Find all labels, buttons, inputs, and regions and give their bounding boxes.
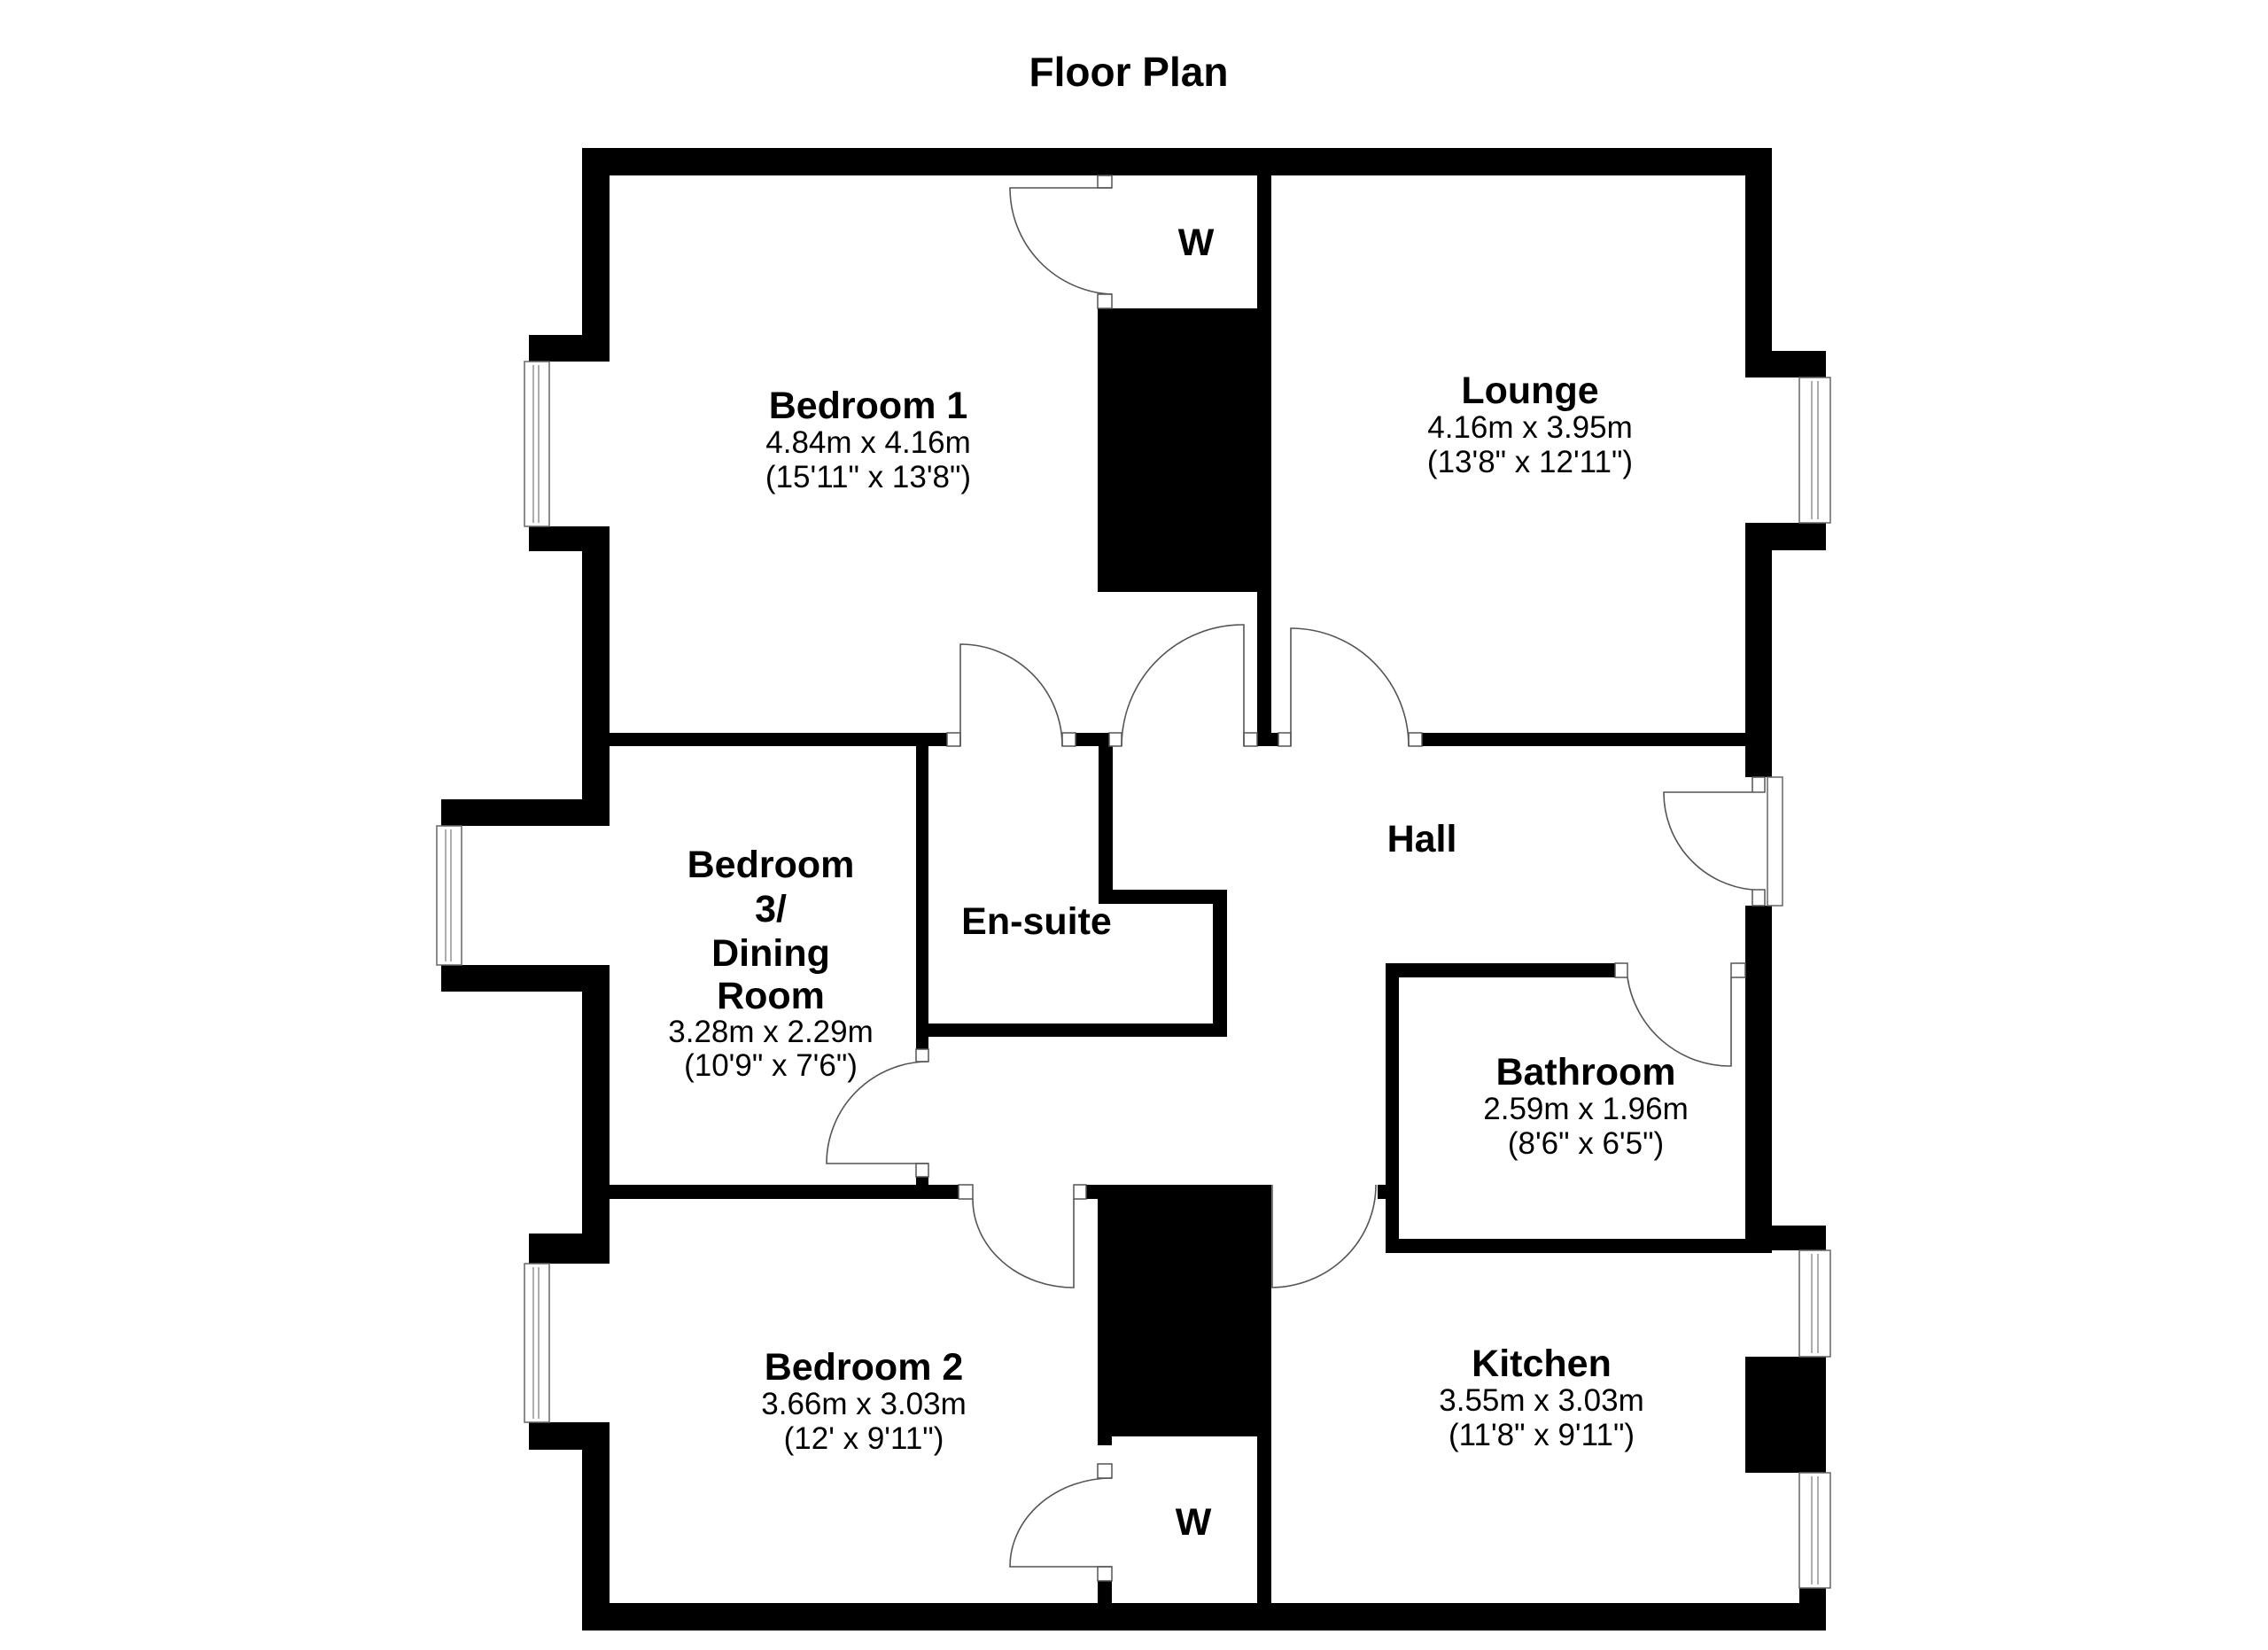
front-door-frame	[1767, 776, 1783, 907]
room-kitchen: Kitchen 3.55m x 3.03m (11'8" x 9'11")	[1439, 1343, 1644, 1452]
window-kitchen-upper	[1798, 1249, 1831, 1358]
room-bedroom3: Bedroom 3/ Dining Room 3.28m x 2.29m (10…	[668, 844, 874, 1083]
bed1-chimney-breast	[1098, 322, 1271, 592]
room-name: Bedroom 2	[765, 1346, 964, 1389]
bed3-bay-top	[441, 799, 610, 826]
wall-bed2-hall-stub	[1086, 1185, 1104, 1199]
room-name: Lounge	[1461, 370, 1598, 412]
wardrobe-label: W	[1176, 1501, 1212, 1544]
room-dimensions-imperial: (8'6" x 6'5")	[1508, 1126, 1664, 1161]
room-bathroom: Bathroom 2.59m x 1.96m (8'6" x 6'5")	[1483, 1051, 1689, 1161]
room-dimensions-imperial: (11'8" x 9'11")	[1449, 1418, 1635, 1452]
wall-lounge-hall	[1422, 733, 1772, 746]
bed1-bay-top	[529, 335, 610, 362]
outer-wall-left-bed2	[582, 1422, 610, 1631]
room-name: Bathroom	[1495, 1051, 1675, 1094]
door-bedroom2[interactable]	[958, 1184, 1087, 1288]
window-bed3	[436, 825, 462, 966]
bathroom-wall-bottom	[1386, 1239, 1772, 1253]
wall-ensuite-bottom	[928, 1023, 1227, 1037]
bed2-chimney-breast	[1098, 1185, 1270, 1436]
wall-ensuite-bed1-door-gap	[1076, 733, 1109, 746]
wardrobe2-side-lower	[1098, 1581, 1112, 1607]
room-ensuite: En-suite	[961, 900, 1112, 943]
walls	[441, 148, 1826, 1631]
wall-ensuite-step	[1099, 890, 1227, 904]
wall-bed2-kitchen	[1257, 1185, 1271, 1619]
outer-wall-right-upper	[1745, 148, 1772, 351]
floor-plan-title: Floor Plan	[1029, 49, 1229, 95]
wall-bed3-ensuite	[916, 746, 928, 1062]
windows	[436, 361, 1831, 1589]
room-name-line: 3/	[755, 888, 787, 930]
room-dimensions-metric: 4.16m x 3.95m	[1427, 410, 1633, 445]
door-ensuite[interactable]	[946, 643, 1076, 747]
bed3-bay-bottom	[441, 965, 610, 992]
room-name-line: Room	[717, 975, 825, 1017]
room-wardrobe2: W	[1176, 1501, 1212, 1544]
window-kitchen-lower	[1798, 1472, 1831, 1589]
wardrobe-label: W	[1178, 222, 1215, 264]
outer-wall-right-lower	[1745, 906, 1772, 1252]
bathroom-wall-left	[1386, 963, 1399, 1253]
room-wardrobe1: W	[1178, 222, 1215, 264]
room-name: Bedroom 1	[769, 385, 968, 427]
wardrobe2-top-wall	[1098, 1436, 1112, 1445]
kitchen-chimney-breast	[1745, 1357, 1826, 1473]
room-dimensions-imperial: (12' x 9'11")	[784, 1421, 944, 1456]
room-dimensions-metric: 3.66m x 3.03m	[761, 1387, 967, 1421]
lounge-bay-top	[1745, 351, 1826, 377]
outer-wall-bottom	[582, 1603, 1826, 1631]
room-dimensions-metric: 2.59m x 1.96m	[1483, 1092, 1689, 1126]
wall-ensuite-hall-upper	[1099, 746, 1113, 904]
window-lounge	[1798, 377, 1831, 524]
room-dimensions-imperial: (15'11" x 13'8")	[765, 460, 971, 494]
door-kitchen[interactable]	[1271, 1184, 1377, 1288]
doors	[826, 175, 1766, 1582]
window-bed2	[524, 1263, 550, 1423]
outer-wall-left-bed1-bottom	[582, 526, 610, 799]
outer-wall-top	[582, 148, 1772, 175]
wardrobe1-bottom-wall	[1098, 308, 1271, 322]
door-wardrobe1[interactable]	[1009, 175, 1113, 309]
room-name: En-suite	[961, 900, 1112, 943]
room-dimensions-metric: 3.28m x 2.29m	[668, 1015, 874, 1049]
bathroom-wall-top	[1386, 963, 1615, 977]
door-front[interactable]	[1663, 776, 1766, 907]
bed2-bay-top	[529, 1234, 610, 1264]
wall-bed1-lounge-foot	[1257, 733, 1278, 746]
door-bedroom3[interactable]	[826, 1048, 929, 1178]
room-name: Kitchen	[1472, 1343, 1612, 1385]
room-name-line: Dining	[711, 932, 830, 975]
room-bedroom1: Bedroom 1 4.84m x 4.16m (15'11" x 13'8")	[765, 385, 971, 494]
outer-wall-bottom-right-cap	[1799, 1588, 1826, 1631]
wall-bed1-bed3	[582, 733, 947, 746]
room-dimensions-metric: 3.55m x 3.03m	[1439, 1383, 1644, 1418]
room-name-line: Bedroom	[687, 844, 855, 886]
window-bed1	[524, 361, 550, 527]
door-bedroom1[interactable]	[1108, 624, 1258, 747]
room-hall: Hall	[1387, 818, 1457, 860]
room-bedroom2: Bedroom 2 3.66m x 3.03m (12' x 9'11")	[761, 1346, 967, 1456]
room-name: Hall	[1387, 818, 1457, 860]
door-lounge[interactable]	[1278, 627, 1423, 747]
room-dimensions-imperial: (10'9" x 7'6")	[684, 1048, 858, 1083]
bathroom-wall-left-stub	[1378, 1185, 1388, 1199]
room-dimensions-metric: 4.84m x 4.16m	[765, 425, 971, 460]
door-wardrobe2[interactable]	[1009, 1463, 1113, 1582]
door-bathroom[interactable]	[1614, 962, 1746, 1067]
room-lounge: Lounge 4.16m x 3.95m (13'8" x 12'11")	[1427, 370, 1633, 479]
wall-bed3-bed2	[582, 1185, 959, 1199]
outer-wall-left-bed1-top	[582, 148, 610, 335]
room-dimensions-imperial: (13'8" x 12'11")	[1427, 445, 1633, 479]
wall-ensuite-hall-lower	[1213, 890, 1227, 1037]
